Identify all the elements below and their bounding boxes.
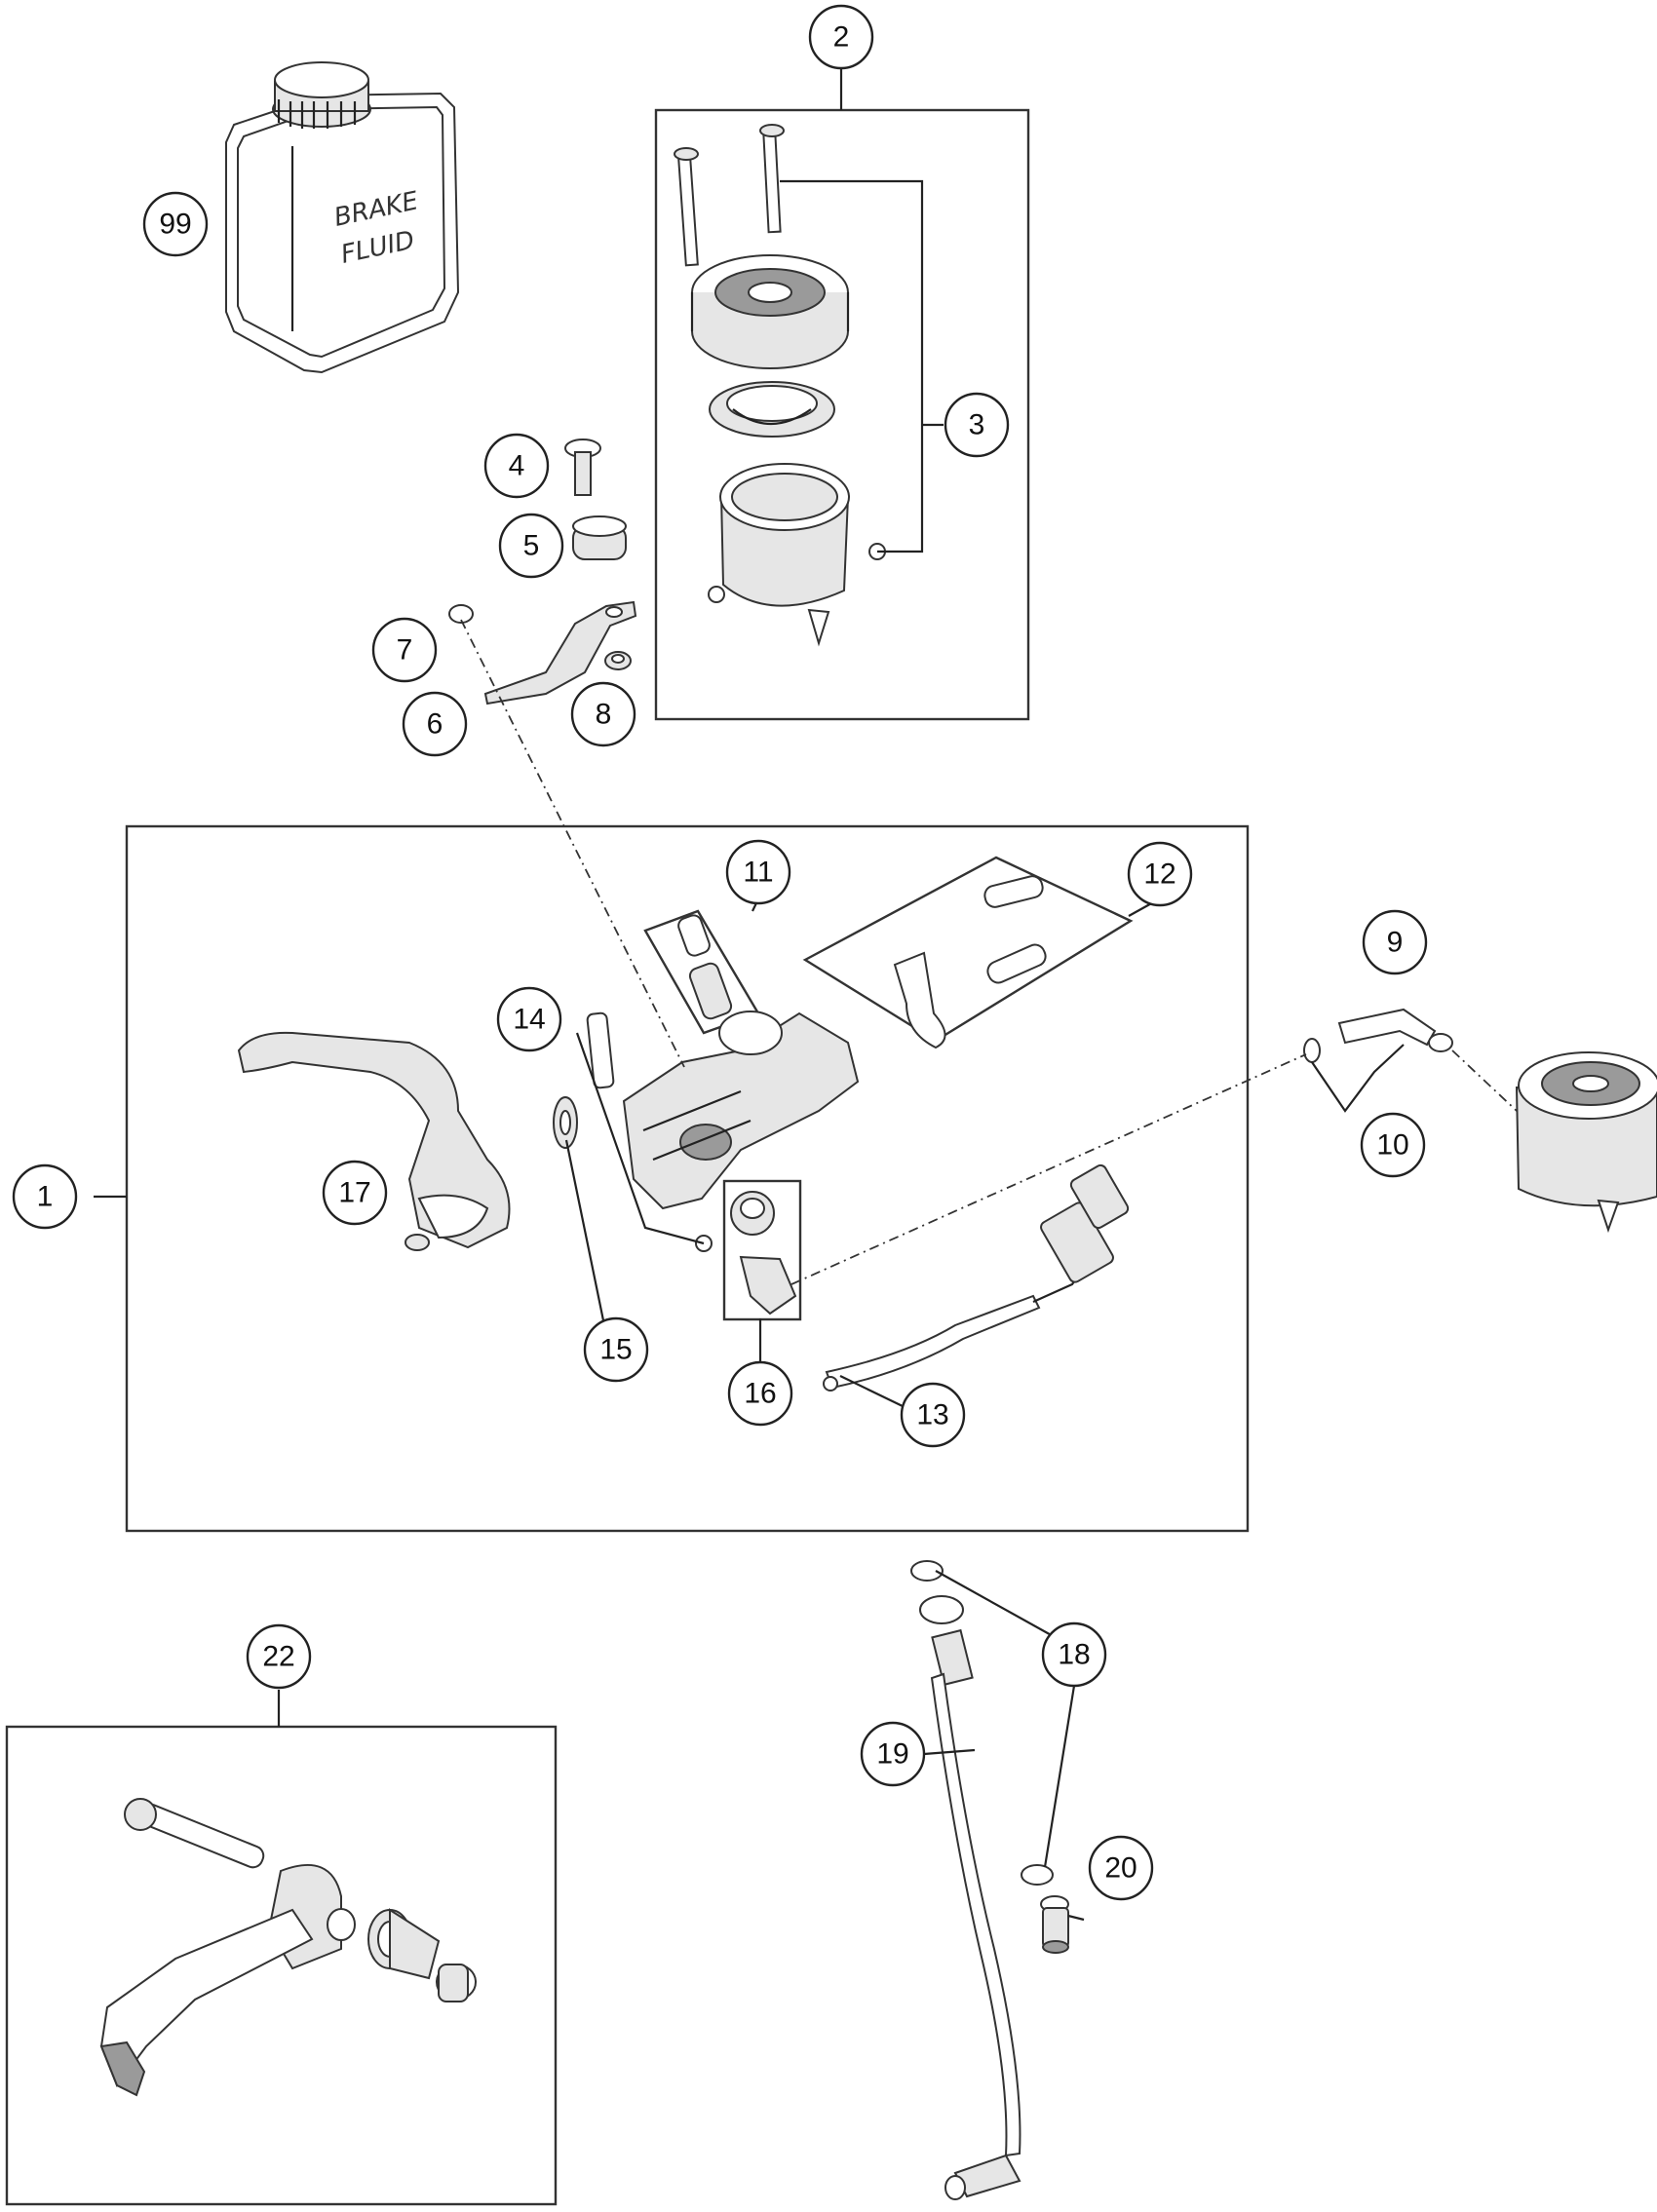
svg-text:22: 22 bbox=[262, 1641, 294, 1673]
callout-12[interactable]: 12 bbox=[1127, 841, 1193, 907]
callout-14[interactable]: 14 bbox=[496, 986, 562, 1052]
callout-3[interactable]: 3 bbox=[944, 392, 1010, 458]
svg-text:3: 3 bbox=[969, 409, 985, 441]
brake-hose-19 bbox=[910, 1560, 1021, 2200]
callout-99[interactable]: 99 bbox=[142, 191, 209, 257]
reservoir-body bbox=[708, 463, 886, 647]
callout-18[interactable]: 18 bbox=[1041, 1621, 1107, 1688]
svg-text:12: 12 bbox=[1143, 858, 1175, 891]
lever-17 bbox=[237, 1031, 511, 1251]
svg-text:5: 5 bbox=[523, 530, 540, 562]
callout-22[interactable]: 22 bbox=[246, 1623, 312, 1690]
screw-7 bbox=[448, 604, 474, 624]
callout-11[interactable]: 11 bbox=[725, 839, 791, 905]
callout-10[interactable]: 10 bbox=[1360, 1112, 1426, 1178]
callout-15[interactable]: 15 bbox=[583, 1316, 649, 1383]
svg-text:1: 1 bbox=[37, 1181, 54, 1213]
callout-13[interactable]: 13 bbox=[900, 1382, 966, 1448]
reservoir-diaphragm bbox=[709, 381, 835, 438]
svg-text:20: 20 bbox=[1104, 1852, 1137, 1885]
callout-5[interactable]: 5 bbox=[498, 513, 564, 579]
svg-text:9: 9 bbox=[1387, 927, 1404, 959]
callout-8[interactable]: 8 bbox=[570, 681, 636, 747]
clamp-kit-12 bbox=[802, 856, 1134, 1049]
brake-light-switch-13 bbox=[823, 1163, 1130, 1392]
svg-text:6: 6 bbox=[427, 708, 443, 741]
grommet-5 bbox=[572, 515, 627, 560]
svg-text:13: 13 bbox=[916, 1399, 948, 1431]
brake-fluid-can: BRAKE FLUID bbox=[225, 61, 460, 374]
hose-9 bbox=[1303, 1008, 1453, 1063]
reservoir-cap bbox=[690, 254, 850, 369]
lever-assembly-22 bbox=[99, 1798, 477, 2097]
svg-text:99: 99 bbox=[159, 209, 191, 241]
bracket-6 bbox=[483, 600, 637, 706]
svg-text:11: 11 bbox=[743, 857, 773, 889]
fitting-16 bbox=[695, 1179, 802, 1321]
svg-text:14: 14 bbox=[513, 1004, 545, 1036]
svg-text:2: 2 bbox=[833, 21, 850, 54]
svg-text:18: 18 bbox=[1058, 1639, 1090, 1671]
leader-lines bbox=[94, 68, 1405, 1922]
callout-1[interactable]: 1 bbox=[12, 1163, 78, 1230]
callout-17[interactable]: 17 bbox=[322, 1160, 388, 1226]
svg-text:8: 8 bbox=[596, 699, 612, 731]
svg-text:19: 19 bbox=[876, 1738, 908, 1771]
callout-7[interactable]: 7 bbox=[371, 617, 438, 683]
callout-16[interactable]: 16 bbox=[727, 1360, 793, 1427]
nut-8 bbox=[604, 651, 632, 670]
svg-text:15: 15 bbox=[599, 1334, 632, 1366]
callout-20[interactable]: 20 bbox=[1088, 1835, 1154, 1901]
dash-lines bbox=[460, 619, 1518, 1285]
svg-text:4: 4 bbox=[509, 450, 525, 482]
svg-text:7: 7 bbox=[397, 634, 413, 667]
group-box-22 bbox=[5, 1725, 558, 2206]
callout-2[interactable]: 2 bbox=[808, 4, 874, 70]
svg-text:17: 17 bbox=[338, 1177, 370, 1209]
svg-text:16: 16 bbox=[744, 1378, 776, 1410]
bushing-15 bbox=[553, 1096, 578, 1149]
banjo-bolt-20 bbox=[1040, 1895, 1069, 1954]
screw-4 bbox=[564, 439, 601, 496]
callout-9[interactable]: 9 bbox=[1362, 909, 1428, 975]
reservoir-screws bbox=[674, 124, 785, 267]
callout-4[interactable]: 4 bbox=[483, 433, 550, 499]
callout-19[interactable]: 19 bbox=[860, 1721, 926, 1787]
callout-6[interactable]: 6 bbox=[402, 691, 468, 757]
reservoir-right bbox=[1515, 1051, 1657, 1234]
svg-text:10: 10 bbox=[1376, 1129, 1408, 1162]
group-box-1 bbox=[125, 824, 1250, 1533]
washer-18-lower bbox=[1021, 1864, 1054, 1886]
